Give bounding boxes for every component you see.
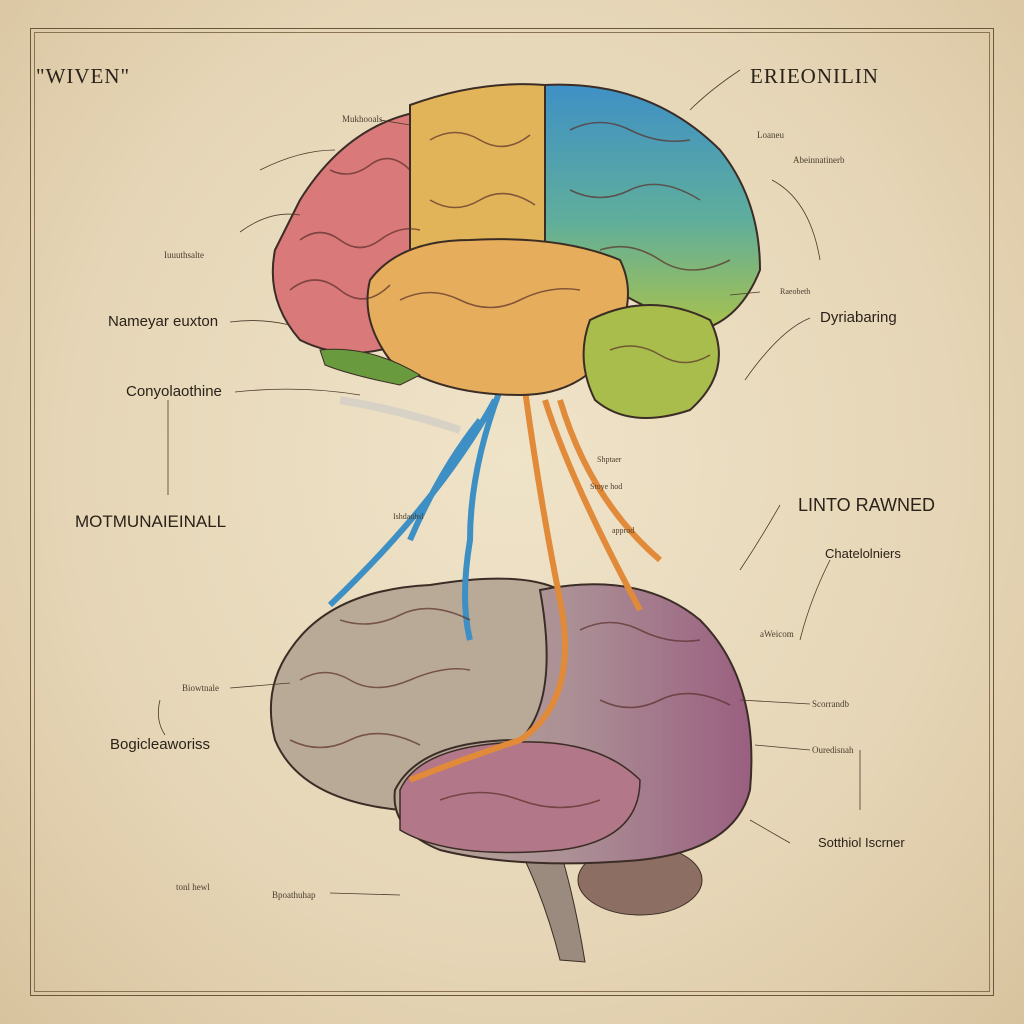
label-bpoathuhap: Bpoathuhap [272,890,316,900]
label-ishdaohsl: Ishdaohsl [393,512,424,521]
label-bogicleaworiss: Bogicleaworiss [110,736,211,753]
label-shptaer: Shptaer [597,455,622,464]
label-conyolaothine: Conyolaothine [126,383,222,400]
title-left: "WIVEN" [36,64,131,88]
label-mukhooals: Mukhooals [342,114,383,124]
label-aweicom: aWeicom [760,629,794,639]
label-iuuuthsalte: Iuuuthsalte [164,250,204,260]
label-sotthiol: Sotthiol Iscrner [818,835,905,850]
blue-nerve [327,388,503,641]
label-abeinnatinerb: Abeinnatinerb [793,155,845,165]
label-stoye-hod: Stoye hod [590,482,623,491]
label-linto-rawned: LINTO RAWNED [798,495,936,515]
green-underside [319,348,422,386]
title-right: ERIEONILIN [750,64,879,88]
label-ouredisnah: Ouredisnah [812,745,854,755]
cerebellum-green [582,304,720,419]
outer-border [30,28,994,996]
label-dyriabaring: Dyriabaring [820,309,897,326]
label-tonl-hewl: tonl hewl [176,882,210,892]
temporal-lobe [399,741,641,854]
leader-lines [157,69,861,896]
label-motmunaieinall: MOTMUNAIEINALL [75,512,227,531]
brain-stem [519,849,586,963]
white-nerve [339,396,462,434]
parietal-lobe-yellow [409,83,546,251]
label-raeobeth: Raeobeth [780,287,811,296]
gyri-lines [289,121,731,809]
label-chatelolniers: Chatelolniers [825,546,901,561]
label-approd: approd [612,526,635,535]
label-biowtnale: Biowtnale [182,683,219,693]
label-scorrandb: Scorrandb [812,699,849,709]
orange-nerve [408,389,662,783]
label-loaneu: Loaneu [757,130,784,140]
label-nameyar: Nameyar euxton [108,313,219,330]
inner-border [34,32,990,992]
